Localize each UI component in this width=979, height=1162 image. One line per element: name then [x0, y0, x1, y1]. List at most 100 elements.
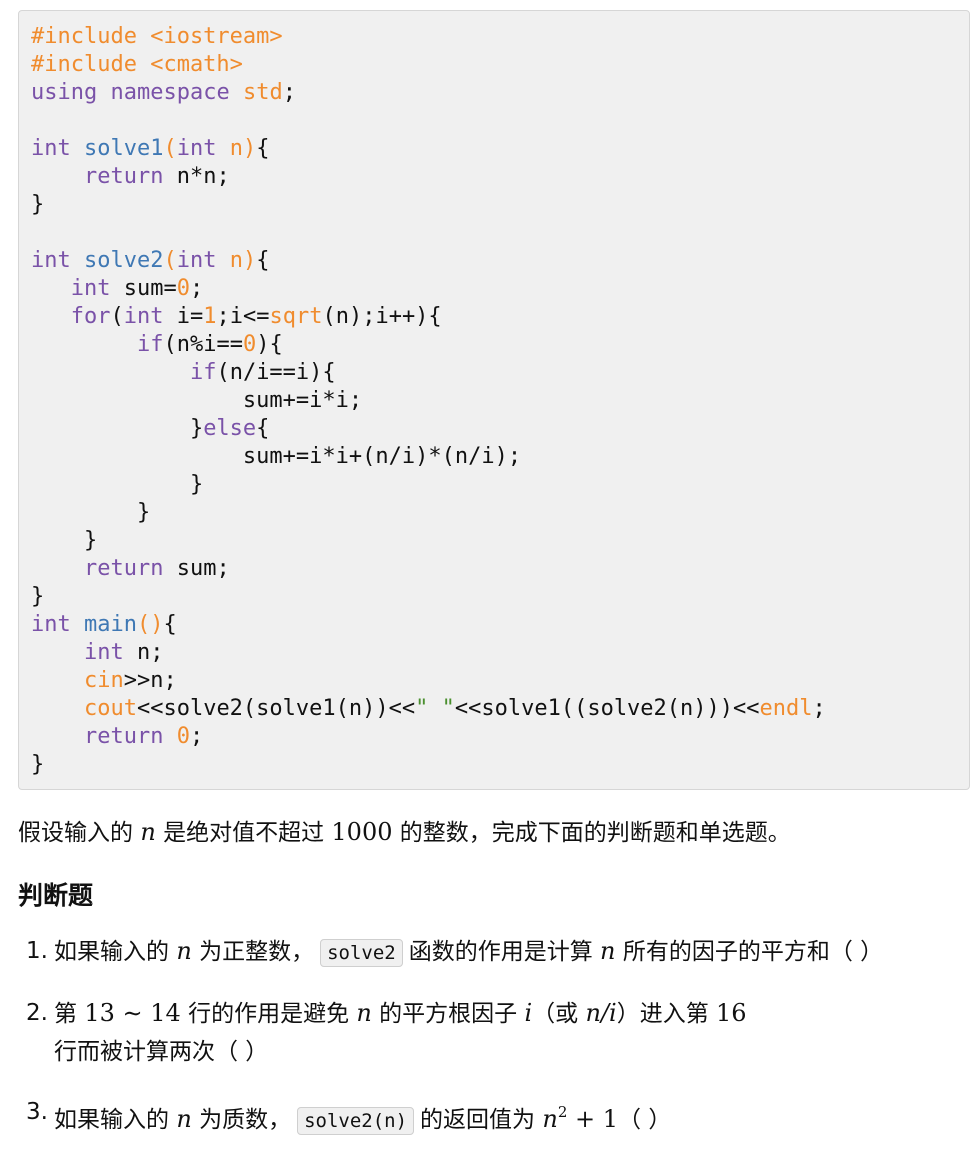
code-token — [97, 80, 110, 105]
code-token: } — [31, 752, 45, 777]
code-token: n*n; — [163, 164, 230, 189]
code-token: ; — [189, 724, 204, 749]
code-token: } — [31, 192, 45, 217]
question-text: 行的作用是避免 — [180, 1001, 357, 1027]
question-text: 的返回值为 — [420, 1107, 543, 1133]
math-var: n — [542, 1105, 558, 1133]
code-token: int — [83, 640, 124, 665]
code-token — [31, 164, 84, 189]
intro-text-middle: 是绝对值不超过 — [155, 820, 332, 846]
question-text: 函数的作用是计算 — [408, 939, 601, 965]
code-token: int — [176, 248, 217, 273]
question-text: 如果输入的 — [54, 1107, 177, 1133]
intro-number: 1000 — [331, 818, 393, 846]
math-var: n — [356, 999, 372, 1027]
code-token: sqrt — [269, 304, 323, 329]
math-var: n — [600, 937, 616, 965]
math-var: n — [176, 937, 192, 965]
code-line: } — [31, 499, 957, 527]
question-text: 第 — [54, 1001, 85, 1027]
code-token: solve2 — [84, 248, 164, 273]
code-token — [31, 360, 190, 385]
code-line — [31, 219, 957, 247]
code-token: sum+=i*i; — [242, 388, 363, 413]
code-token: () — [136, 612, 164, 637]
code-token — [31, 696, 84, 721]
code-token: ) — [242, 248, 257, 273]
code-token: return — [83, 724, 164, 749]
inline-code: solve2(n) — [297, 1107, 415, 1135]
code-token: ) — [242, 136, 257, 161]
code-token: #include <iostream> — [31, 24, 283, 49]
code-token: n — [216, 136, 243, 161]
code-block: #include <iostream>#include <cmath>using… — [18, 10, 970, 790]
code-token: (n);i++){ — [322, 304, 442, 329]
code-line: int n; — [31, 639, 957, 667]
question-text: 为质数， — [191, 1107, 292, 1133]
code-token: sum; — [163, 556, 230, 581]
question-text: （ ） — [618, 1107, 672, 1133]
code-token: } — [31, 472, 204, 497]
code-token: ; — [812, 696, 826, 721]
code-token: } — [31, 500, 151, 525]
code-token: int — [31, 248, 71, 273]
code-line: int main(){ — [31, 611, 957, 639]
code-token: ;i<= — [216, 304, 270, 329]
math-expr: + 1 — [567, 1105, 619, 1133]
code-line: }else{ — [31, 415, 957, 443]
code-token: 0 — [176, 276, 190, 301]
code-line: cin>>n; — [31, 667, 957, 695]
code-token: for — [70, 304, 111, 329]
code-token: cout — [83, 696, 137, 721]
code-token: sum= — [110, 276, 177, 301]
code-line: if(n%i==0){ — [31, 331, 957, 359]
code-token — [31, 304, 71, 329]
code-line: sum+=i*i; — [31, 387, 957, 415]
question-text: 如果输入的 — [54, 939, 177, 965]
code-token: endl — [759, 696, 813, 721]
code-line: } — [31, 191, 957, 219]
code-token: cin — [83, 668, 124, 693]
code-token: if — [189, 360, 217, 385]
code-token — [71, 248, 84, 273]
math-var: n — [176, 1105, 192, 1133]
code-token: return — [83, 556, 164, 581]
code-token: 0 — [176, 724, 190, 749]
code-token: main — [84, 612, 137, 637]
math-number: 16 — [716, 999, 747, 1027]
question-text: 行而被计算两次（ ） — [54, 1039, 269, 1065]
code-token — [163, 724, 176, 749]
question-text: 为正整数， — [191, 939, 315, 965]
code-token: return — [83, 164, 164, 189]
math-exponent: 2 — [557, 1103, 568, 1121]
document-page: #include <iostream>#include <cmath>using… — [18, 10, 970, 1135]
math-expr: n/i — [585, 999, 617, 1027]
code-token — [31, 640, 84, 665]
code-token: ; — [189, 276, 204, 301]
code-line: for(int i=1;i<=sqrt(n);i++){ — [31, 303, 957, 331]
code-token — [31, 556, 84, 581]
code-token — [71, 136, 84, 161]
code-token: solve1 — [84, 136, 164, 161]
code-token: else — [203, 416, 257, 441]
code-token: n — [216, 248, 243, 273]
code-token: } — [31, 528, 98, 553]
question-3: 3.如果输入的 n 为质数，solve2(n)的返回值为 n2 + 1（ ） — [26, 1093, 966, 1140]
question-text: 的平方根因子 — [371, 1001, 525, 1027]
code-line: } — [31, 583, 957, 611]
code-token: int — [31, 612, 71, 637]
question-number: 2. — [26, 1000, 48, 1026]
code-token: int — [31, 136, 71, 161]
code-line: if(n/i==i){ — [31, 359, 957, 387]
question-text: （或 — [532, 1001, 586, 1027]
code-token: >>n; — [123, 668, 177, 693]
intro-var-n: n — [140, 818, 156, 846]
code-line: return sum; — [31, 555, 957, 583]
code-token — [31, 332, 137, 357]
code-line: int solve2(int n){ — [31, 247, 957, 275]
code-line: #include <iostream> — [31, 23, 957, 51]
code-line: #include <cmath> — [31, 51, 957, 79]
section-title: 判断题 — [18, 881, 94, 910]
problem-intro: 假设输入的 n 是绝对值不超过 1000 的整数，完成下面的判断题和单选题。 — [18, 812, 958, 853]
